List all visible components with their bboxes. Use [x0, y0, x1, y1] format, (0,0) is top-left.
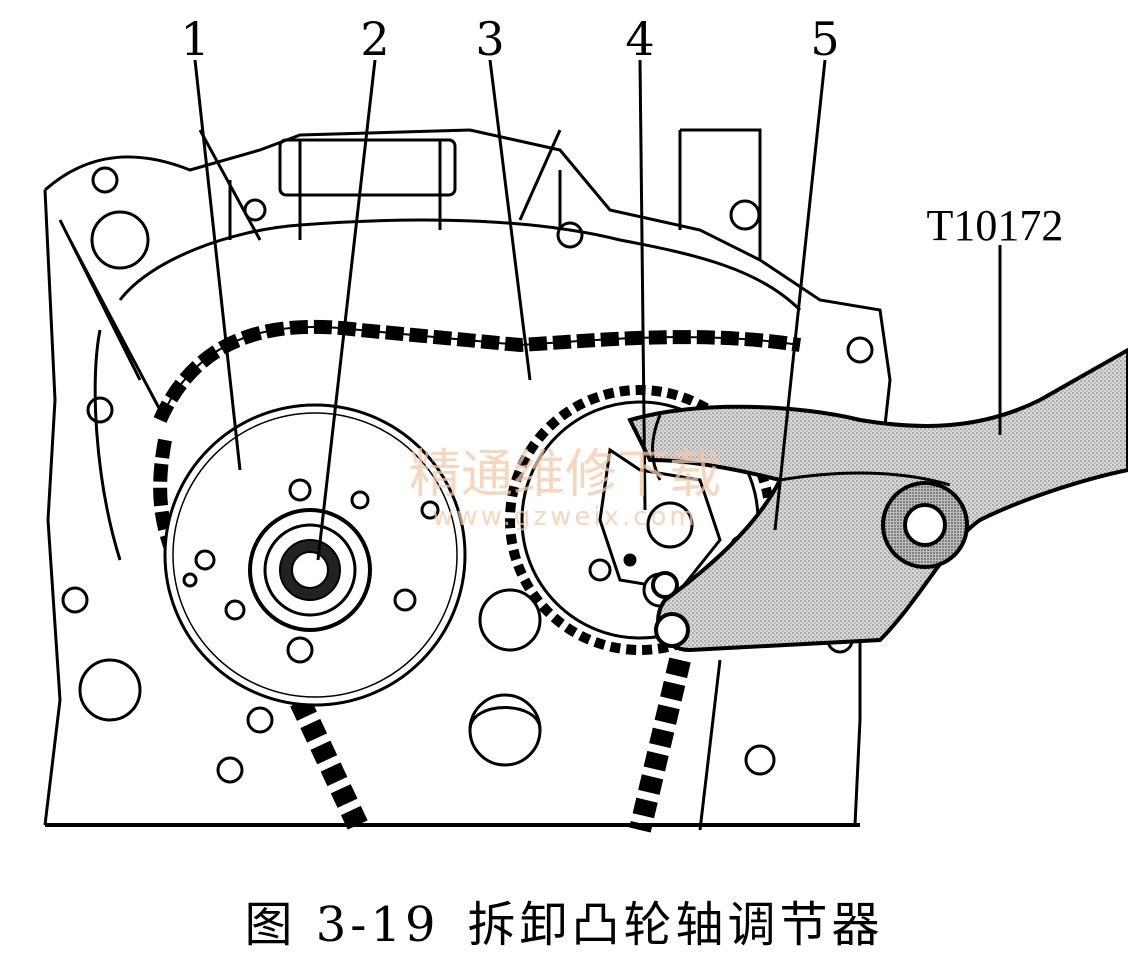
engine-housing: [43, 128, 892, 827]
figure-caption: 图 3-19 拆卸凸轮轴调节器: [0, 885, 1128, 955]
caption-title: 拆卸凸轮轴调节器: [467, 897, 884, 953]
caption-number: 图 3-19: [244, 897, 440, 953]
callout-3: 3: [475, 12, 504, 66]
camshaft-adjuster-1: [163, 403, 467, 707]
callout-5: 5: [810, 12, 839, 66]
callout-4: 4: [625, 12, 654, 66]
callout-1: 1: [180, 12, 209, 66]
tool-label: T10172: [927, 201, 1064, 250]
leader-lines: [193, 59, 1002, 561]
watermark-cn: 精通维修下载: [409, 445, 721, 505]
counter-hold-tool: [627, 347, 1128, 653]
watermark-url: www.gzweix.com: [432, 502, 698, 532]
callout-2: 2: [360, 12, 389, 66]
